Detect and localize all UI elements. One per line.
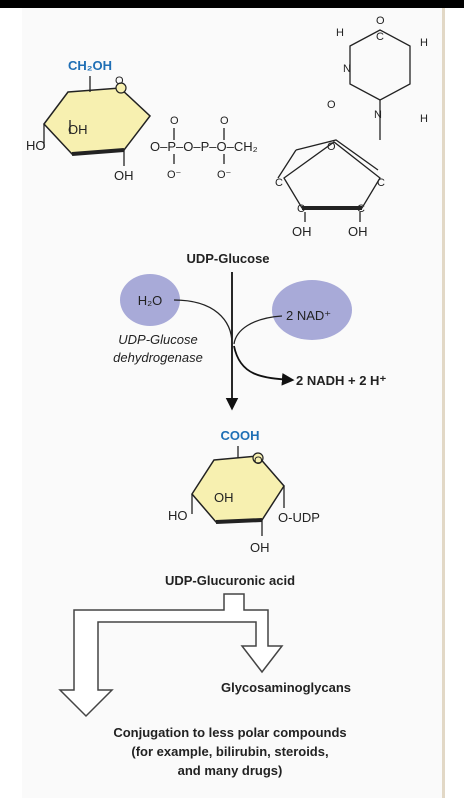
uracil-h-top: H	[420, 37, 428, 49]
conjugation-line3: and many drugs)	[178, 763, 283, 778]
glucuronate-ring-oh: OH	[214, 490, 234, 505]
oh-bottom-label: OH	[114, 168, 134, 183]
uracil-n-bottom: N	[374, 109, 382, 121]
nad-input-curve	[233, 315, 283, 345]
ring-oh-label: OH	[68, 122, 88, 137]
ribose-oxygen-label: O	[327, 141, 336, 153]
phosphate1-o-bottom: O⁻	[167, 169, 182, 181]
enzyme-label-line2: dehydrogenase	[113, 350, 203, 365]
enzyme-label-line1: UDP-Glucose	[118, 332, 197, 347]
nad-bubble	[272, 280, 352, 340]
uracil-h-n: H	[336, 27, 344, 39]
o-udp-label: O-UDP	[278, 510, 320, 525]
ho-left-label: HO	[26, 138, 46, 153]
glucuronate-oxygen-mark	[252, 452, 264, 464]
glycosaminoglycans-label: Glycosaminoglycans	[221, 680, 351, 695]
ribose-ring	[283, 141, 381, 209]
uracil-o-left: O	[327, 99, 336, 111]
branching-hollow-arrow	[58, 593, 284, 718]
products-output-arrow	[233, 345, 295, 386]
glucose-ring	[43, 87, 152, 155]
water-label: H₂O	[138, 293, 163, 308]
uracil-n-left: N	[343, 63, 351, 75]
phosphate2-o-bottom: O⁻	[217, 169, 232, 181]
glucuronate-bold-edge	[215, 518, 263, 524]
ring-oxygen-mark	[115, 82, 127, 94]
phosphate2-o-top: O	[220, 115, 229, 127]
ribose-c-bottom-right: C	[357, 203, 365, 215]
ring-oxygen-label: O	[115, 75, 124, 87]
water-input-curve	[173, 299, 233, 345]
nad-label: 2 NAD⁺	[286, 308, 331, 323]
ribose-c-left: C	[275, 177, 283, 189]
glucuronate-ring	[191, 455, 285, 523]
ring-bold-edge	[71, 148, 125, 156]
ribose-top-bonds	[295, 139, 379, 171]
ribose-ch2-bond	[277, 149, 297, 179]
conjugation-line2: (for example, bilirubin, steroids,	[131, 744, 328, 759]
uracil-o-top: O	[376, 15, 385, 27]
top-bar	[0, 0, 464, 8]
water-bubble	[120, 274, 180, 326]
udp-glucose-name: UDP-Glucose	[186, 251, 269, 266]
pyrophosphate-linkage: O–P–O–P–O–CH₂	[150, 139, 258, 154]
uracil-c-top: C	[376, 31, 384, 43]
phosphate1-o-top: O	[170, 115, 179, 127]
ribose-oh-2: OH	[348, 224, 368, 239]
glucuronate-ho: HO	[168, 508, 188, 523]
products-label: 2 NADH + 2 H⁺	[296, 373, 386, 388]
glucuronate-ring-oxygen: O	[254, 455, 263, 467]
ribose-oh-1: OH	[292, 224, 312, 239]
cooh-label: COOH	[221, 428, 260, 443]
uracil-ring	[349, 29, 411, 101]
ribose-c-right: C	[377, 177, 385, 189]
udp-glucuronic-name: UDP-Glucuronic acid	[165, 573, 295, 588]
ribose-c-bottom-left: C	[297, 203, 305, 215]
conjugation-line1: Conjugation to less polar compounds	[113, 725, 346, 740]
ch2oh-label: CH₂OH	[68, 58, 112, 73]
glucuronate-oh-bottom: OH	[250, 540, 270, 555]
uracil-h-bottom: H	[420, 113, 428, 125]
